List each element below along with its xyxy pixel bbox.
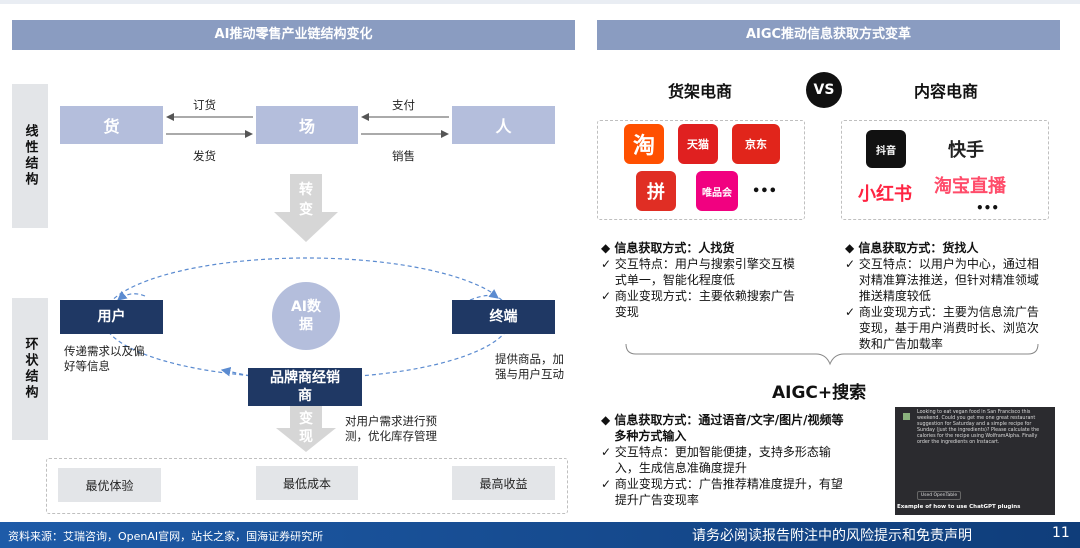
brand-desc: 对用户需求进行预测，优化库存管理 [345,414,451,444]
vs-badge: VS [806,72,842,108]
source-note: 资料来源：艾瑞咨询，OpenAI官网，站长之家，国海证券研究所 [8,528,323,544]
shelf-bullet-head: ◆ 信息获取方式：人找货 [601,240,801,256]
user-avatar [903,413,910,420]
terminal-desc: 提供商品，加强与用户互动 [495,352,575,382]
page-number: 11 [1052,525,1070,541]
shelf-bullet-2: ✓ 商业变现方式：主要依赖搜索广告变现 [601,288,801,320]
taobao-logo: 淘 [624,124,664,164]
monetize-label: 变现 [296,410,316,446]
more-content-icon: ••• [976,201,999,215]
content-bullet-head: ◆ 信息获取方式：货找人 [845,240,1050,256]
transform-label: 转变 [296,180,316,220]
shelf-ecommerce-title: 货架电商 [668,78,732,102]
aigc-bullet-head: ◆ 信息获取方式：通过语音/文字/图片/视频等多种方式输入 [601,412,849,444]
left-arrows [0,0,580,520]
disclaimer: 请务必阅读报告附注中的风险提示和免责声明 [692,525,972,545]
content-bullet-1: ✓ 交互特点：以用户为中心，通过相对精准算法推送，但针对精准领域推送精度较低 [845,256,1050,304]
content-ecommerce-title: 内容电商 [914,78,978,102]
outcome-lowest-cost: 最低成本 [256,466,358,500]
pinduoduo-logo: 拼 [636,171,676,211]
right-panel-title: AIGC推动信息获取方式变革 [597,20,1060,50]
pay-label: 支付 [392,97,415,113]
user-desc: 传递需求以及偏好等信息 [64,344,154,374]
ai-data-circle: AI数据 [272,282,340,350]
aigc-search-title: AIGC+搜索 [772,378,866,403]
aigc-bullets: ◆ 信息获取方式：通过语音/文字/图片/视频等多种方式输入 ✓ 交互特点：更加智… [601,412,849,508]
shelf-bullets: ◆ 信息获取方式：人找货 ✓ 交互特点：用户与搜索引擎交互模式单一，智能化程度低… [601,240,801,320]
brand-distributor-box: 品牌商经销商 [248,368,362,406]
terminal-box: 终端 [452,300,555,334]
aigc-bullet-2: ✓ 商业变现方式：广告推荐精准度提升，有望提升广告变现率 [601,476,849,508]
order-label: 订货 [193,97,216,113]
aigc-bullet-1: ✓ 交互特点：更加智能便捷，支持多形态输入，生成信息准确度提升 [601,444,849,476]
tmall-logo: 天猫 [678,124,718,164]
vipshop-logo: 唯品会 [696,171,738,211]
screenshot-prompt-text: Looking to eat vegan food in San Francis… [917,410,1049,446]
outcome-best-experience: 最优体验 [58,468,161,502]
kuaishou-logo: 快手 [948,136,984,162]
user-box: 用户 [60,300,163,334]
sell-label: 销售 [392,148,415,164]
brace-icon [620,340,1050,370]
ship-label: 发货 [193,148,216,164]
douyin-logo: 抖音 [866,130,906,168]
taobao-live-logo: 淘宝直播 [934,172,1006,198]
jd-logo: 京东 [732,124,780,164]
xiaohongshu-logo: 小红书 [858,180,912,206]
content-bullets: ◆ 信息获取方式：货找人 ✓ 交互特点：以用户为中心，通过相对精准算法推送，但针… [845,240,1050,352]
used-opentable-button: Used OpenTable [917,491,961,500]
footer-bar: 资料来源：艾瑞咨询，OpenAI官网，站长之家，国海证券研究所 请务必阅读报告附… [0,522,1080,548]
more-shelf-icon: ••• [752,184,777,199]
outcome-highest-revenue: 最高收益 [452,466,555,500]
chatgpt-plugin-screenshot: Looking to eat vegan food in San Francis… [895,407,1055,515]
screenshot-caption: Example of how to use ChatGPT plugins [897,504,1053,510]
shelf-bullet-1: ✓ 交互特点：用户与搜索引擎交互模式单一，智能化程度低 [601,256,801,288]
